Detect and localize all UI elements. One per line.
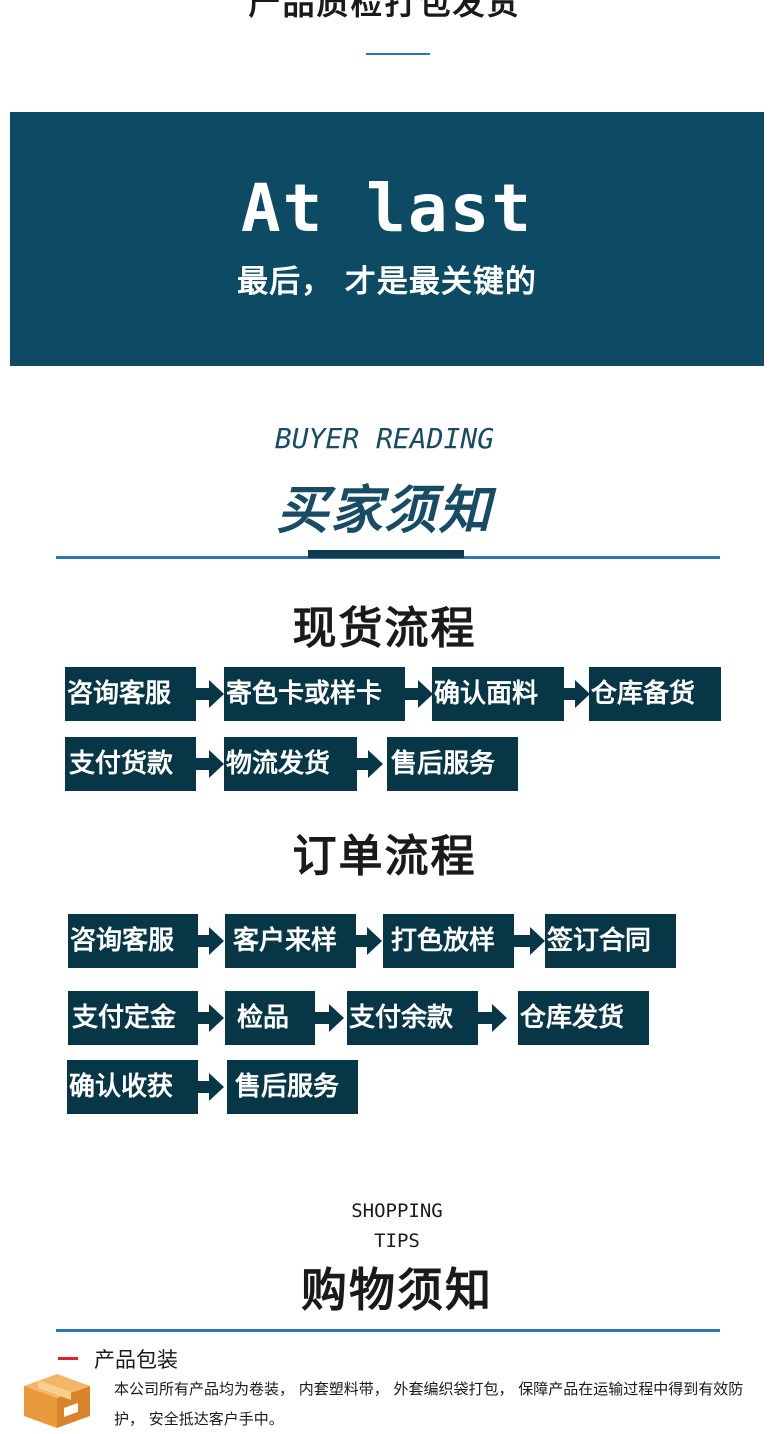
packaging-description: 本公司所有产品均为卷装， 内套塑料带， 外套编织袋打包， 保障产品在运输过程中得… <box>114 1380 744 1428</box>
flow-arrow-icon <box>418 680 433 708</box>
flow-arrow-icon <box>367 927 382 955</box>
flow-arrow-stem <box>514 935 532 947</box>
flow-arrow-stem <box>198 1081 210 1093</box>
packaging-heading-marker <box>58 1357 78 1360</box>
flow-arrow-stem <box>198 1012 210 1024</box>
banner-title-en: At last <box>240 170 534 247</box>
stock-step-send-card: 寄色卡或样卡 <box>224 667 405 721</box>
flow-arrow-stem <box>196 688 210 700</box>
stock-step-pay: 支付货款 <box>65 737 196 791</box>
flow-arrow-stem <box>315 1012 331 1024</box>
cardboard-box-icon <box>20 1368 94 1430</box>
banner-title-cn: 最后， 才是最关键的 <box>237 264 537 300</box>
flow-arrow-stem <box>356 935 368 947</box>
tips-divider <box>56 1329 720 1332</box>
stock-process-title: 现货流程 <box>292 603 477 654</box>
flow-arrow-stem <box>564 688 576 700</box>
shopping-tips-title-en-line1: SHOPPING <box>351 1200 443 1222</box>
order-step-warehouse-ship: 仓库发货 <box>518 991 649 1045</box>
flow-arrow-icon <box>209 927 224 955</box>
order-step-after-sales: 售后服务 <box>227 1060 358 1114</box>
order-step-sign-contract: 签订合同 <box>545 914 676 968</box>
shopping-tips-title-en-line2: TIPS <box>374 1230 420 1252</box>
order-step-inspection: 检品 <box>225 991 315 1045</box>
flow-arrow-stem <box>198 935 210 947</box>
flow-arrow-stem <box>357 758 369 770</box>
stock-step-confirm-fabric: 确认面料 <box>432 667 564 721</box>
order-step-color-sample: 打色放样 <box>383 914 514 968</box>
flow-arrow-icon <box>209 1073 224 1101</box>
order-step-deposit: 支付定金 <box>68 991 198 1045</box>
section-divider-accent <box>308 550 464 558</box>
flow-arrow-icon <box>209 680 224 708</box>
flow-arrow-icon <box>530 927 545 955</box>
flow-arrow-icon <box>575 680 590 708</box>
flow-arrow-icon <box>368 750 383 778</box>
stock-step-consult: 咨询客服 <box>65 667 196 721</box>
title-underline <box>366 53 430 55</box>
order-process-title: 订单流程 <box>292 831 477 882</box>
buyer-reading-title-en: BUYER READING <box>274 422 495 455</box>
order-step-customer-sample: 客户来样 <box>225 914 356 968</box>
flow-arrow-icon <box>492 1004 507 1032</box>
flow-arrow-icon <box>209 750 224 778</box>
stock-step-after-sales: 售后服务 <box>387 737 518 791</box>
packaging-heading: 产品包装 <box>94 1348 178 1372</box>
shopping-tips-title-cn: 购物须知 <box>301 1263 493 1317</box>
at-last-banner: At last 最后， 才是最关键的 <box>10 112 764 366</box>
order-step-consult: 咨询客服 <box>68 914 198 968</box>
flow-arrow-icon <box>329 1004 344 1032</box>
flow-arrow-stem <box>478 1012 494 1024</box>
flow-arrow-stem <box>405 688 419 700</box>
buyer-reading-title-cn: 买家须知 <box>276 481 493 541</box>
flow-arrow-stem <box>196 758 210 770</box>
order-step-balance: 支付余款 <box>347 991 478 1045</box>
page-top-title: 产品质检打包发货 <box>248 0 521 22</box>
order-step-confirm-receipt: 确认收获 <box>67 1060 198 1114</box>
flow-arrow-icon <box>209 1004 224 1032</box>
stock-step-ship: 物流发货 <box>224 737 357 791</box>
stock-step-warehouse-prep: 仓库备货 <box>589 667 721 721</box>
